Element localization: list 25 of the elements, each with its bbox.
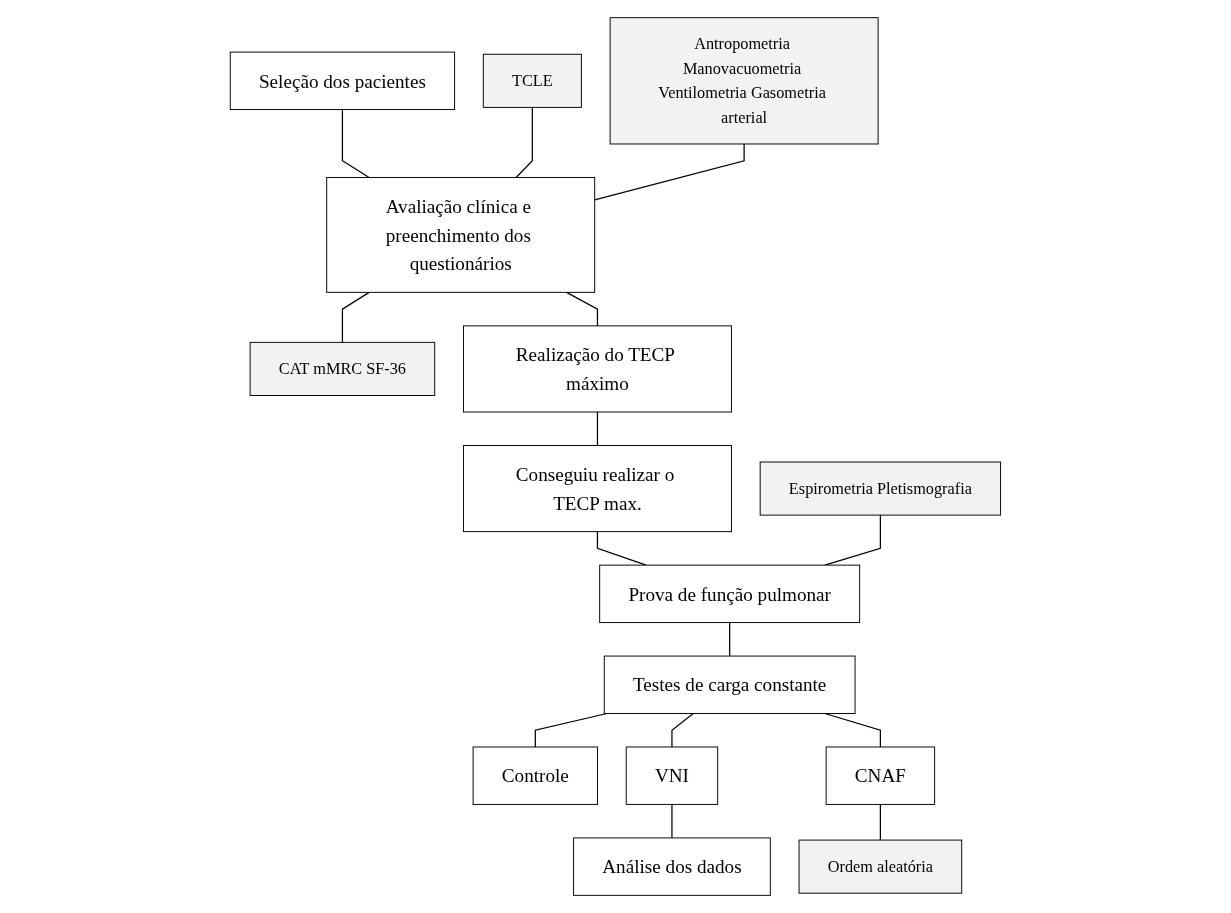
node-box: Análise dos dados bbox=[573, 837, 771, 896]
connector bbox=[729, 621, 731, 657]
connector bbox=[671, 803, 673, 839]
node-box: Espirometria Pletismografia bbox=[759, 461, 1002, 516]
node-box: Controle bbox=[472, 746, 599, 805]
node-box: Antropometria Manovacuometria Ventilometria Gasometria arterial bbox=[609, 17, 879, 145]
connector bbox=[341, 108, 370, 179]
node-box: Ordem aleatória bbox=[798, 839, 963, 894]
connector bbox=[879, 803, 882, 841]
node-box: Conseguiu realizar o TECP max. bbox=[463, 445, 732, 533]
node-box: Avaliação clínica e preenchimento dos questionários bbox=[326, 177, 596, 293]
node-box: Testes de carga constante bbox=[603, 655, 856, 714]
connector bbox=[596, 411, 599, 447]
connector bbox=[515, 106, 534, 179]
connector bbox=[566, 291, 599, 327]
node-box: Realização do TECP máximo bbox=[463, 325, 732, 413]
node-box: CAT mMRC SF-36 bbox=[249, 341, 436, 396]
node-box: VNI bbox=[625, 746, 719, 805]
node-box: Seleção dos pacientes bbox=[229, 51, 456, 111]
connector bbox=[534, 712, 608, 748]
node-box: TCLE bbox=[482, 53, 582, 108]
node-box: CNAF bbox=[825, 746, 936, 805]
connector bbox=[671, 712, 694, 748]
node-box: Prova de função pulmonar bbox=[599, 564, 861, 624]
connector bbox=[594, 143, 745, 201]
